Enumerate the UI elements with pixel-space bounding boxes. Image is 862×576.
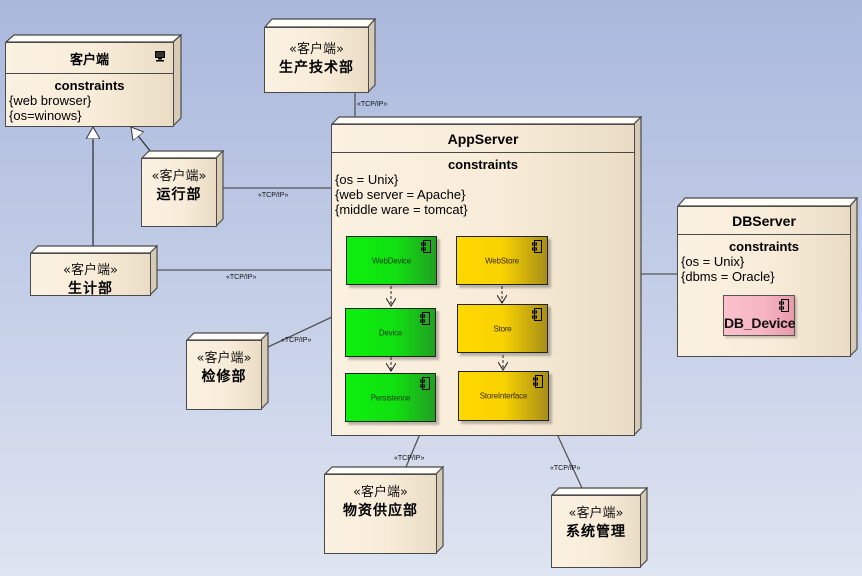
component-name: WebStore: [485, 256, 519, 265]
tcpip-label: «TCP/IP»: [258, 192, 289, 199]
node-name: 运行部: [156, 187, 202, 203]
constraint: {web server = Apache}: [335, 187, 466, 202]
node-name: 检修部: [201, 369, 247, 385]
node-name: 系统管理: [566, 524, 626, 540]
node-title: 客户端: [6, 43, 173, 74]
node-3d-edges: [551, 487, 648, 568]
node-name: 生产技术部: [279, 60, 354, 76]
node-3d-edges: [264, 18, 376, 93]
node-3d-edges: [331, 116, 642, 436]
client-node[interactable]: 客户端 constraints {web browser} {os=winows…: [5, 34, 182, 127]
component-icon: [532, 240, 542, 253]
tcpip-label: «TCP/IP»: [281, 337, 312, 344]
node-3d-edges: [186, 332, 269, 410]
client-node-sysadmin[interactable]: «客户端» 系统管理: [551, 487, 648, 568]
component-device[interactable]: Device: [345, 308, 436, 357]
component-icon: [532, 308, 542, 321]
constraints-heading: constraints: [728, 239, 800, 254]
component-icon: [533, 375, 543, 388]
component-name: Store: [493, 324, 512, 333]
node-title: AppServer: [332, 125, 634, 153]
client-node-planning[interactable]: «客户端» 生计部: [30, 245, 158, 297]
node-stereotype: «客户端»: [289, 42, 344, 57]
client-node-supply[interactable]: «客户端» 物资供应部: [324, 466, 444, 554]
component-icon: [420, 312, 430, 325]
component-icon: [779, 299, 789, 312]
constraint: {os = Unix}: [335, 172, 399, 187]
component-webdevice[interactable]: WebDevice: [346, 236, 437, 285]
generalization-operations-to-client[interactable]: [131, 127, 152, 153]
tcpip-label: «TCP/IP»: [226, 274, 257, 281]
tcpip-label: «TCP/IP»: [550, 465, 581, 472]
component-persistence[interactable]: Persistence: [345, 373, 436, 422]
node-name: 生计部: [68, 281, 113, 297]
node-stereotype: «客户端»: [63, 263, 118, 278]
component-db-device[interactable]: DB_Device: [723, 295, 796, 336]
constraints-heading: constraints: [447, 157, 519, 172]
component-storeinterface[interactable]: StoreInterface: [458, 371, 549, 421]
node-stereotype: «客户端»: [568, 506, 624, 521]
component-name: StoreInterface: [479, 391, 528, 401]
component-name: Persistence: [370, 393, 411, 402]
node-stereotype: «客户端»: [353, 485, 408, 500]
node-stereotype: «客户端»: [196, 351, 252, 366]
node-stereotype: «客户端»: [151, 169, 207, 184]
node-3d-edges: [5, 34, 182, 127]
constraint: {dbms = Oracle}: [681, 269, 775, 284]
link-sysadmin[interactable]: [556, 433, 583, 489]
constraint: {os = Unix}: [681, 254, 745, 269]
constraints-heading: constraints: [54, 78, 125, 93]
constraint: {middle ware = tomcat}: [335, 202, 468, 217]
component-name: DB_Device: [724, 315, 796, 331]
tcpip-label: «TCP/IP»: [394, 455, 425, 462]
constraint: {web browser}: [9, 93, 92, 108]
client-node-operations[interactable]: «客户端» 运行部: [141, 150, 224, 227]
link-maintenance[interactable]: [267, 316, 333, 348]
tcpip-label: «TCP/IP»: [357, 101, 388, 108]
link-supply[interactable]: [405, 433, 421, 468]
client-node-maintenance[interactable]: «客户端» 检修部: [186, 332, 269, 410]
node-3d-edges: [141, 150, 224, 227]
constraint: {os=winows}: [9, 108, 82, 123]
client-node-production[interactable]: «客户端» 生产技术部: [264, 18, 376, 93]
component-name: Device: [378, 328, 403, 337]
computer-icon: [155, 51, 165, 62]
component-icon: [420, 377, 430, 390]
node-title: DBServer: [678, 207, 850, 235]
component-icon: [421, 240, 431, 253]
component-webstore[interactable]: WebStore: [456, 236, 548, 285]
node-name: 物资供应部: [343, 503, 418, 519]
component-store[interactable]: Store: [457, 304, 548, 353]
component-name: WebDevice: [372, 256, 411, 265]
